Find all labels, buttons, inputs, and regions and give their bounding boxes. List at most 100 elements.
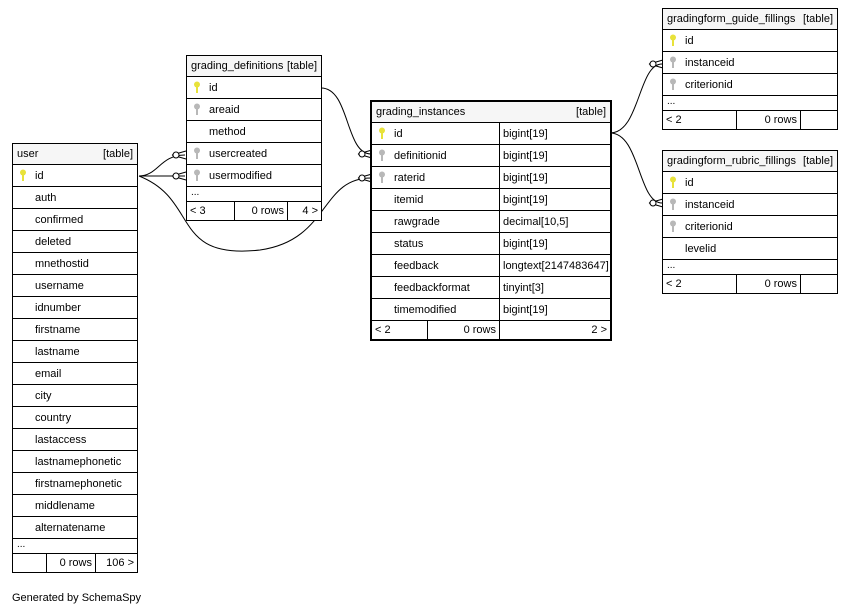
column-row[interactable]: usermodified xyxy=(187,165,321,187)
column-name: id xyxy=(209,81,218,94)
column-name-cell: itemid xyxy=(372,189,499,210)
footer-children: 106 > xyxy=(95,554,137,572)
column-row[interactable]: id xyxy=(187,77,321,99)
footer-children xyxy=(800,111,837,129)
column-name-cell: deleted xyxy=(13,231,137,252)
table-type: [table] xyxy=(576,106,606,118)
column-type: bigint[19] xyxy=(499,123,610,144)
column-name-cell: username xyxy=(13,275,137,296)
column-row[interactable]: id bigint[19] xyxy=(372,123,610,145)
table-gradingform-guide-fillings[interactable]: gradingform_guide_fillings [table] id ins… xyxy=(662,8,838,130)
column-name: timemodified xyxy=(394,303,457,316)
table-name: gradingform_rubric_fillings xyxy=(667,155,797,167)
column-name: country xyxy=(35,411,72,424)
footer-parents: < 2 xyxy=(375,324,391,336)
column-row[interactable]: alternatename xyxy=(13,517,137,539)
column-name-cell: feedback xyxy=(372,255,499,276)
column-name-cell: id xyxy=(13,165,137,186)
column-type: decimal[10,5] xyxy=(499,211,610,232)
table-type: [table] xyxy=(287,60,317,72)
foreign-key-icon xyxy=(667,56,679,69)
column-row[interactable]: id xyxy=(13,165,137,187)
column-row[interactable]: usercreated xyxy=(187,143,321,165)
column-name-cell: feedbackformat xyxy=(372,277,499,298)
column-row[interactable]: method xyxy=(187,121,321,143)
footer-children: 2 > xyxy=(499,321,610,339)
column-row[interactable]: criterionid xyxy=(663,74,837,96)
column-row[interactable]: firstnamephonetic xyxy=(13,473,137,495)
column-row[interactable]: id xyxy=(663,172,837,194)
column-name-cell: email xyxy=(13,363,137,384)
column-name: id xyxy=(685,34,694,47)
column-name: idnumber xyxy=(35,301,81,314)
column-row[interactable]: firstname xyxy=(13,319,137,341)
foreign-key-icon xyxy=(667,78,679,91)
foreign-key-icon xyxy=(191,103,203,116)
column-row[interactable]: lastnamephonetic xyxy=(13,451,137,473)
column-row[interactable]: status bigint[19] xyxy=(372,233,610,255)
column-name: instanceid xyxy=(685,198,735,211)
more-columns-ellipsis: ... xyxy=(13,539,137,554)
primary-key-icon xyxy=(667,34,679,47)
generated-by-footer: Generated by SchemaSpy xyxy=(12,592,142,604)
column-name-cell: lastnamephonetic xyxy=(13,451,137,472)
column-type: bigint[19] xyxy=(499,145,610,166)
column-row[interactable]: auth xyxy=(13,187,137,209)
primary-key-icon xyxy=(376,127,388,140)
footer-parents: < 3 xyxy=(190,205,206,217)
column-name: usermodified xyxy=(209,169,272,182)
column-name: email xyxy=(35,367,62,380)
column-row[interactable]: id xyxy=(663,30,837,52)
column-name: status xyxy=(394,237,424,250)
column-row[interactable]: criterionid xyxy=(663,216,837,238)
column-row[interactable]: middlename xyxy=(13,495,137,517)
column-name: mnethostid xyxy=(35,257,89,270)
column-name: itemid xyxy=(394,193,424,206)
column-row[interactable]: deleted xyxy=(13,231,137,253)
footer-row-count: 0 rows xyxy=(736,111,800,129)
column-row[interactable]: confirmed xyxy=(13,209,137,231)
table-gradingform-rubric-fillings[interactable]: gradingform_rubric_fillings [table] id in… xyxy=(662,150,838,294)
column-name-cell: criterionid xyxy=(663,216,837,237)
column-row[interactable]: email xyxy=(13,363,137,385)
table-header: user [table] xyxy=(13,144,137,165)
footer-row-count: 0 rows xyxy=(234,202,287,220)
column-row[interactable]: instanceid xyxy=(663,194,837,216)
column-name-cell: lastaccess xyxy=(13,429,137,450)
column-name-cell: auth xyxy=(13,187,137,208)
column-name-cell: country xyxy=(13,407,137,428)
column-row[interactable]: instanceid xyxy=(663,52,837,74)
column-type: bigint[19] xyxy=(499,233,610,254)
column-row[interactable]: username xyxy=(13,275,137,297)
column-row[interactable]: areaid xyxy=(187,99,321,121)
column-name: lastname xyxy=(35,345,80,358)
column-row[interactable]: country xyxy=(13,407,137,429)
column-row[interactable]: city xyxy=(13,385,137,407)
column-row[interactable]: lastaccess xyxy=(13,429,137,451)
column-name: id xyxy=(394,127,403,140)
table-footer: < 2 0 rows 2 > xyxy=(372,321,610,339)
table-header: gradingform_rubric_fillings [table] xyxy=(663,151,837,172)
table-header: gradingform_guide_fillings [table] xyxy=(663,9,837,30)
column-row[interactable]: lastname xyxy=(13,341,137,363)
column-row[interactable]: mnethostid xyxy=(13,253,137,275)
foreign-key-icon xyxy=(667,198,679,211)
more-columns-ellipsis: ... xyxy=(663,260,837,275)
column-row[interactable]: levelid xyxy=(663,238,837,260)
column-name: firstnamephonetic xyxy=(35,477,122,490)
column-name-cell: usercreated xyxy=(187,143,321,164)
column-row[interactable]: idnumber xyxy=(13,297,137,319)
more-columns-ellipsis: ... xyxy=(663,96,837,111)
footer-parents xyxy=(13,554,46,572)
